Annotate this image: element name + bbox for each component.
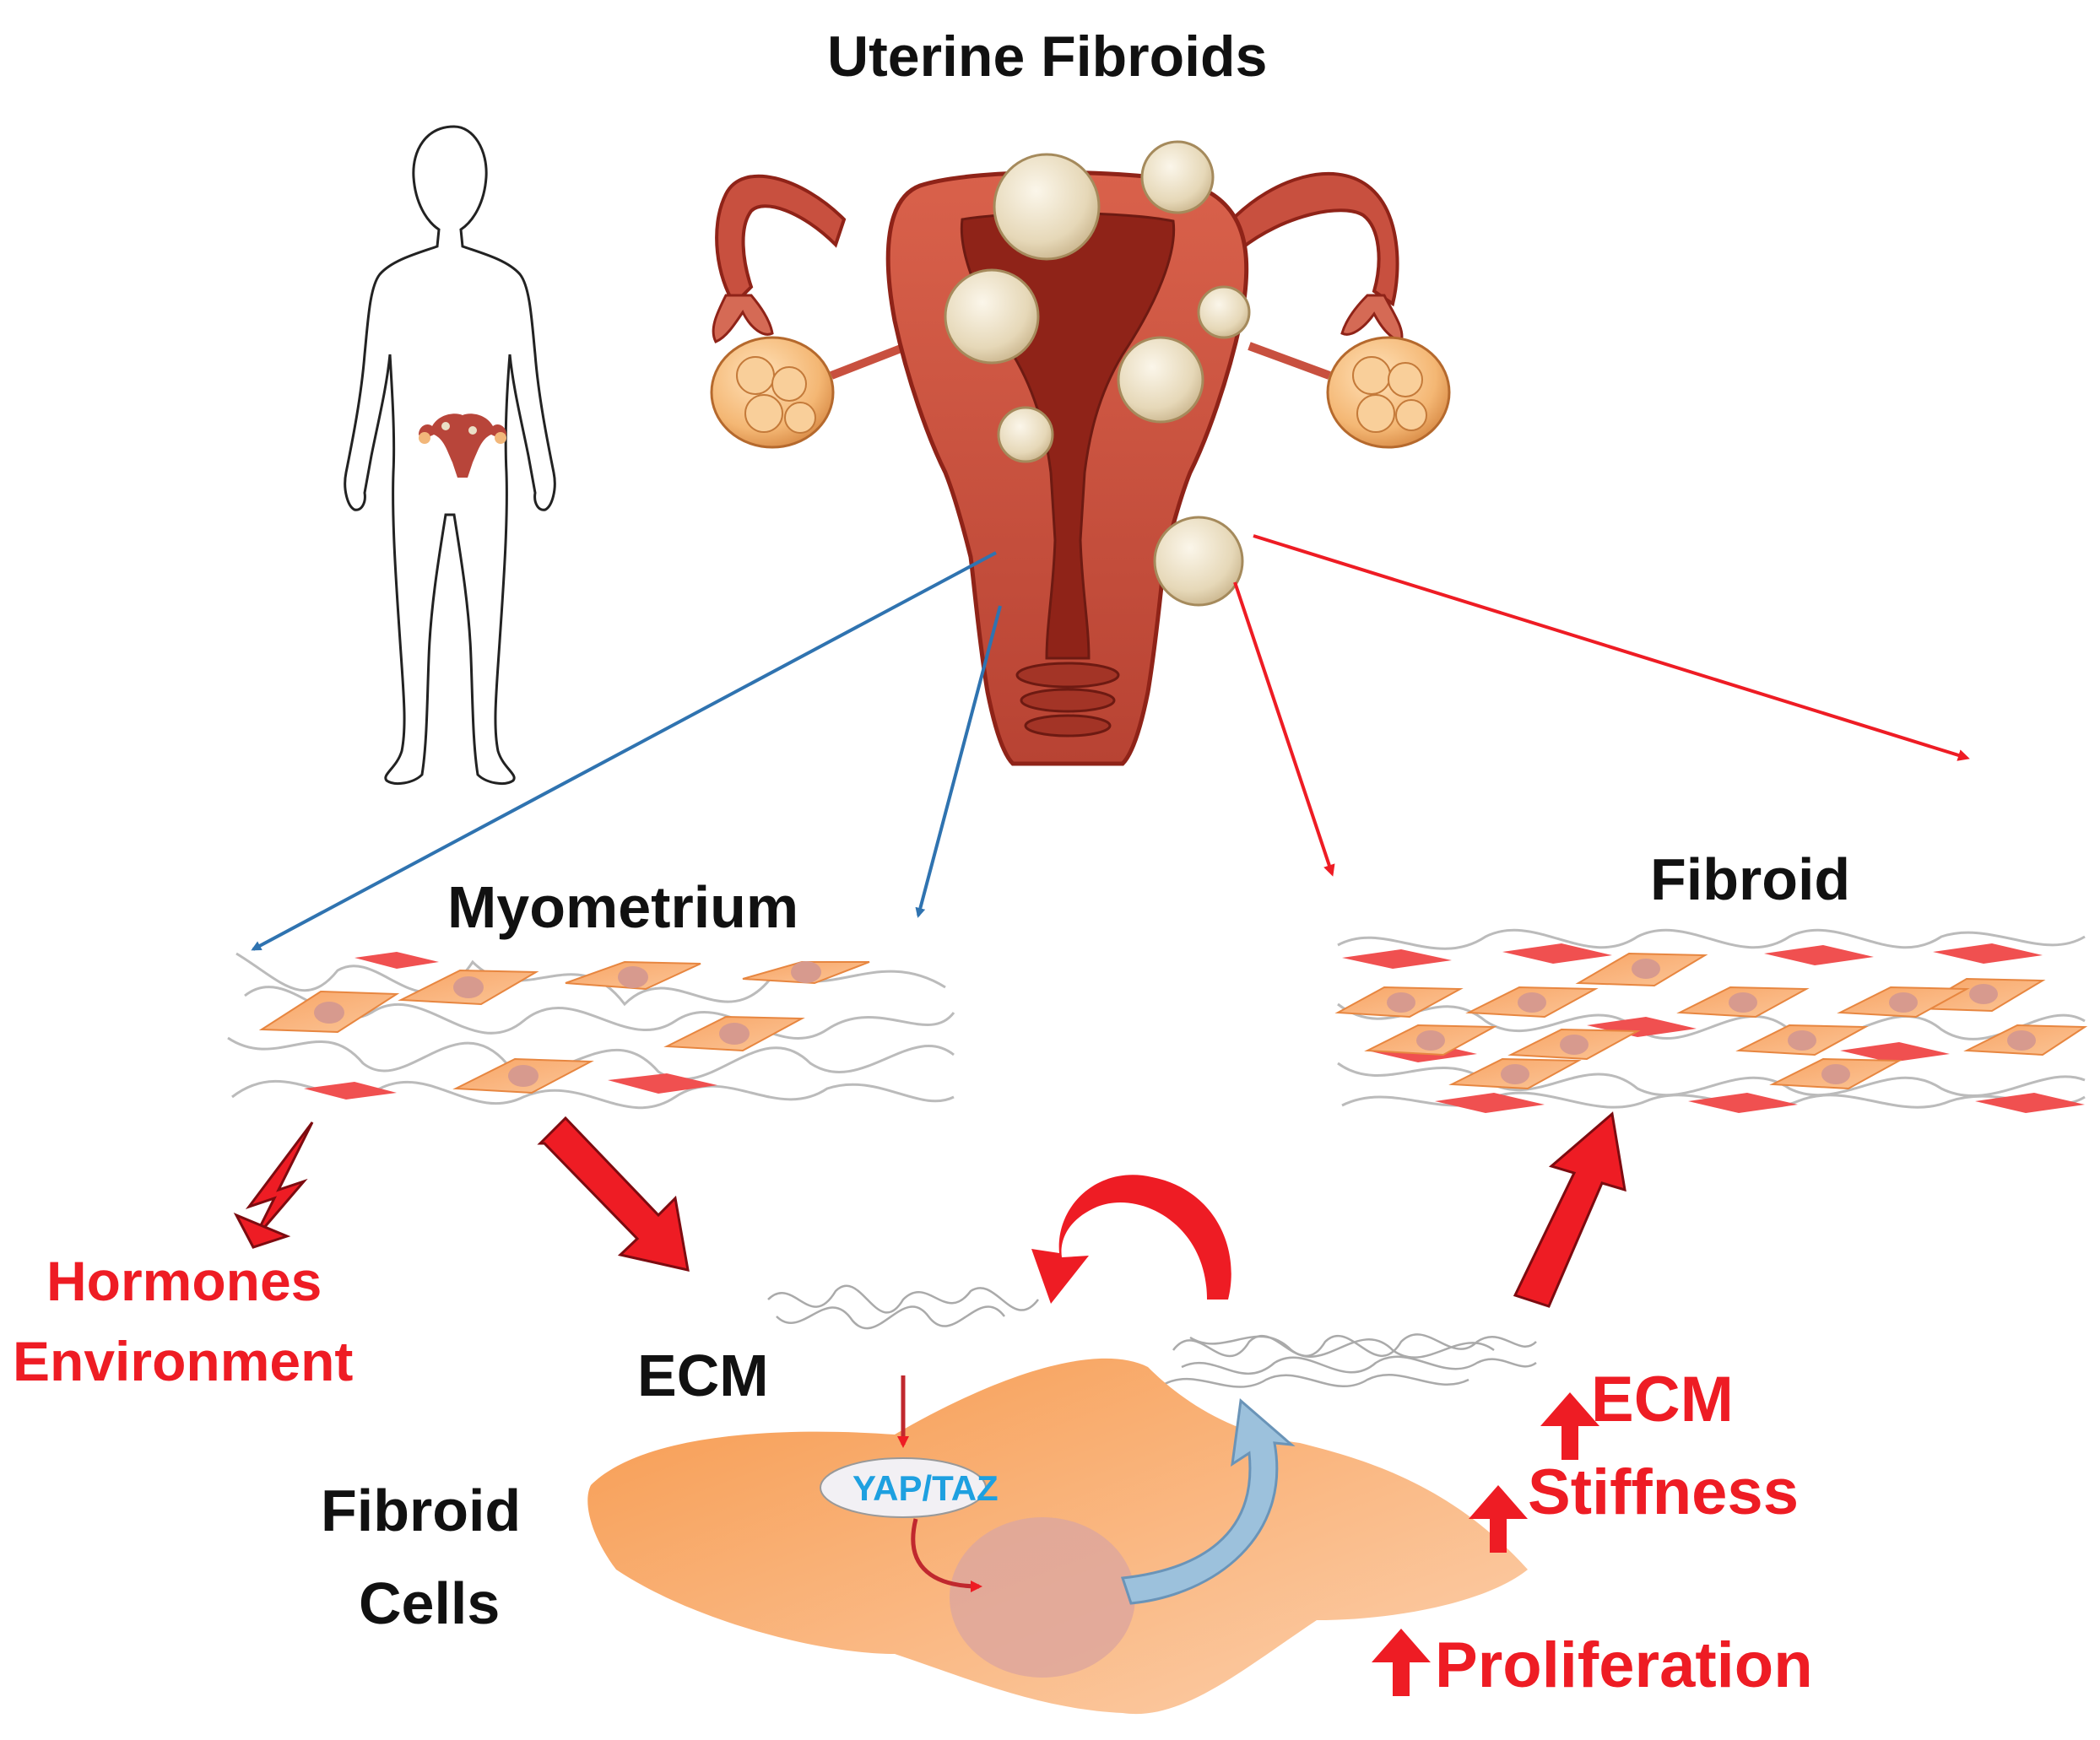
effect-ecm: ECM	[1591, 1364, 1734, 1435]
label-myometrium: Myometrium	[447, 874, 799, 940]
blue-arrow-left	[251, 551, 997, 951]
up-arrow-icon	[1372, 1392, 1599, 1696]
lightning-arrow-icon	[245, 1121, 314, 1241]
effect-proliferation: Proliferation	[1435, 1629, 1813, 1701]
red-curved-arrow-icon	[1031, 1175, 1231, 1304]
ecm-to-fibroid-arrow	[1513, 1111, 1626, 1308]
mini-uterus-icon	[419, 413, 506, 478]
title: Uterine Fibroids	[827, 24, 1268, 89]
ecm-fibers	[767, 1284, 1537, 1388]
label-fibroid-tissue: Fibroid	[1650, 846, 1851, 912]
lightning-arrowhead	[233, 1213, 291, 1249]
label-fibroid-cells-line1: Fibroid	[321, 1478, 522, 1543]
effect-stiffness: Stiffness	[1528, 1456, 1799, 1528]
red-arrow-right	[1253, 534, 1970, 761]
uterus-illustration	[710, 140, 1451, 766]
myometrium-tissue	[227, 952, 955, 1110]
label-hormones: Hormones	[46, 1250, 322, 1312]
human-silhouette-icon	[344, 125, 556, 785]
yap-to-nucleus-arrow	[911, 1518, 982, 1592]
label-environment: Environment	[13, 1330, 354, 1392]
red-arrow-left	[1233, 581, 1335, 877]
blue-arrow-right	[915, 605, 1002, 918]
label-fibroid-cells-line2: Cells	[359, 1570, 501, 1636]
fibroid-nodule-icon	[944, 140, 1251, 607]
cell-nucleus	[950, 1517, 1135, 1678]
fibroid-tissue	[1334, 928, 2088, 1113]
label-ecm: ECM	[637, 1343, 769, 1408]
label-yap-taz: YAP/TAZ	[852, 1468, 999, 1508]
blue-curved-arrow-icon	[1120, 1398, 1296, 1605]
myometrium-to-ecm-arrow	[537, 1116, 690, 1272]
yap-taz-badge	[820, 1457, 987, 1518]
right-ovary-icon	[1326, 336, 1451, 449]
